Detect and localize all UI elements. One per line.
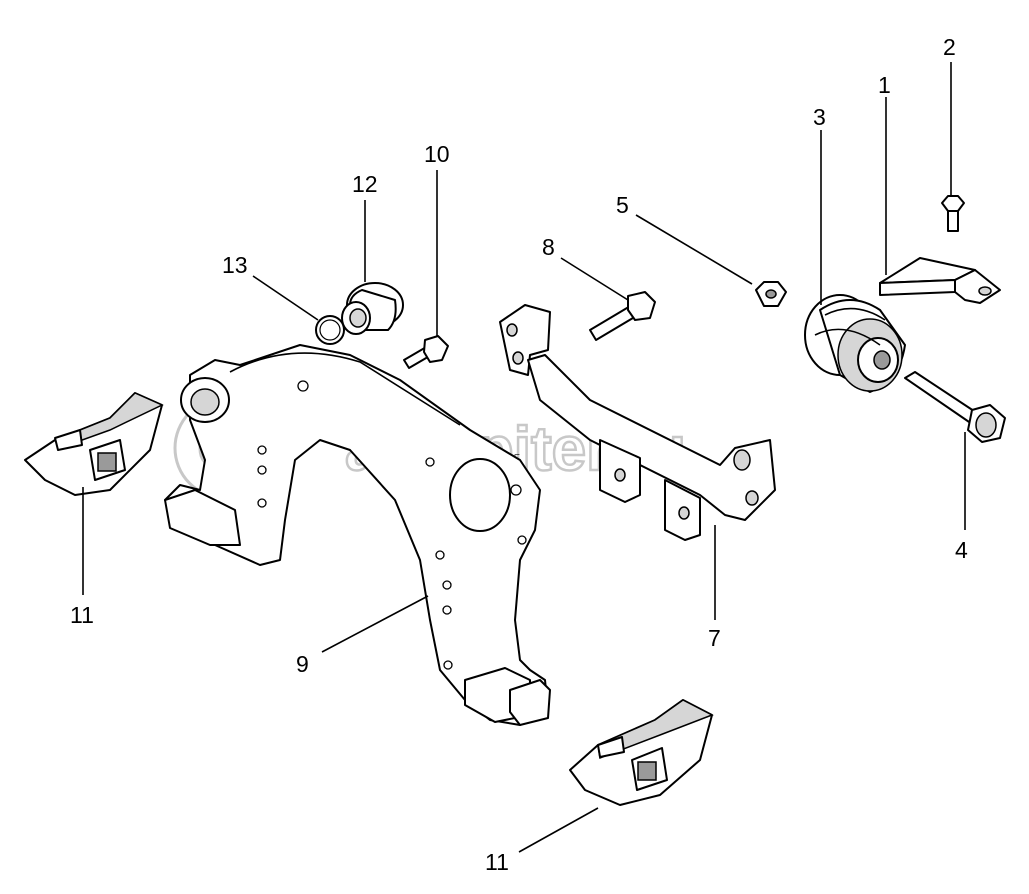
callout-labels: 1 2 3 4 5 7 8 9 10 11 11 12 13: [70, 34, 968, 875]
part-12-bushing: [341, 282, 404, 335]
part-11-pad-left: [24, 392, 164, 496]
part-7-support-bracket: - ⌐: [499, 304, 776, 541]
part-11-pad-bottom: [569, 699, 714, 806]
callout-5: 5: [616, 192, 629, 218]
callout-13: 13: [222, 252, 248, 278]
callout-4: 4: [955, 537, 968, 563]
part-10-bolt: [403, 335, 449, 369]
callout-10: 10: [424, 141, 450, 167]
part-4-long-bolt: [904, 371, 1006, 443]
callout-11-bottom: 11: [485, 849, 509, 875]
callout-3: 3: [813, 104, 826, 130]
part-5-nut: [755, 281, 787, 307]
callout-7: 7: [708, 625, 721, 651]
callout-8: 8: [542, 234, 555, 260]
callout-1: 1: [878, 72, 891, 98]
part-3-rubber-mount: [804, 294, 906, 393]
part-8-bolt: [589, 291, 656, 341]
part-2-bolt: [941, 195, 965, 232]
part-1-bracket-plate: [879, 257, 1001, 304]
callout-11-left: 11: [70, 602, 94, 628]
callout-9: 9: [296, 651, 309, 677]
callout-12: 12: [352, 171, 378, 197]
callout-2: 2: [943, 34, 956, 60]
leader-lines: [82, 62, 966, 853]
part-9-main-bracket: [164, 344, 551, 726]
part-13-ring: [315, 315, 345, 345]
